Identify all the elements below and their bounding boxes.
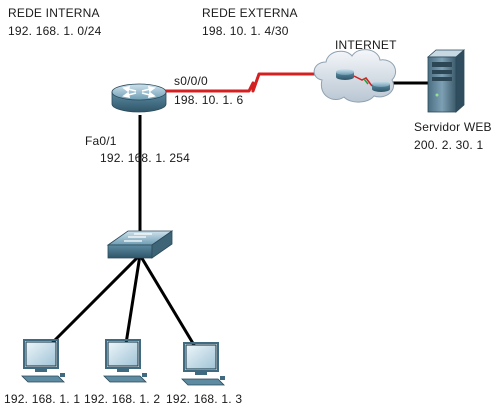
pc-icon[interactable]: [21, 339, 65, 383]
router-icon[interactable]: [111, 83, 167, 113]
server-icon[interactable]: [426, 49, 466, 113]
serial-interface-address: 198. 10. 1. 6: [174, 93, 244, 107]
cloud-router-icon-left: [336, 69, 354, 80]
internet-label: INTERNET: [335, 38, 397, 52]
internal-network-address: 192. 168. 1. 0/24: [8, 24, 102, 38]
pc-icon[interactable]: [103, 339, 147, 383]
link-switch-pc2: [123, 254, 142, 351]
serial-link-router-internet: [162, 72, 318, 93]
cloud-router-icon-right: [372, 81, 390, 92]
fa-interface-label: Fa0/1: [85, 134, 117, 148]
serial-interface-label: s0/0/0: [174, 74, 208, 88]
internet-cloud-icon[interactable]: [313, 49, 396, 103]
link-switch-pc3: [138, 254, 202, 356]
pc1-address-label: 192. 168. 1. 1: [4, 392, 81, 406]
pc-icon[interactable]: [181, 342, 225, 386]
external-network-title: REDE EXTERNA: [202, 6, 298, 20]
pc3-address-label: 192. 168. 1. 3: [166, 392, 243, 406]
external-network-address: 198. 10. 1. 4/30: [202, 24, 289, 38]
switch-icon[interactable]: [106, 230, 174, 259]
server-name-label: Servidor WEB: [414, 120, 492, 134]
server-address-label: 200. 2. 30. 1: [414, 138, 484, 152]
link-switch-pc1: [38, 253, 142, 357]
pc2-address-label: 192. 168. 1. 2: [84, 392, 161, 406]
links: [38, 71, 428, 357]
fa-interface-address: 192. 168. 1. 254: [100, 151, 190, 165]
internal-network-title: REDE INTERNA: [8, 6, 100, 20]
